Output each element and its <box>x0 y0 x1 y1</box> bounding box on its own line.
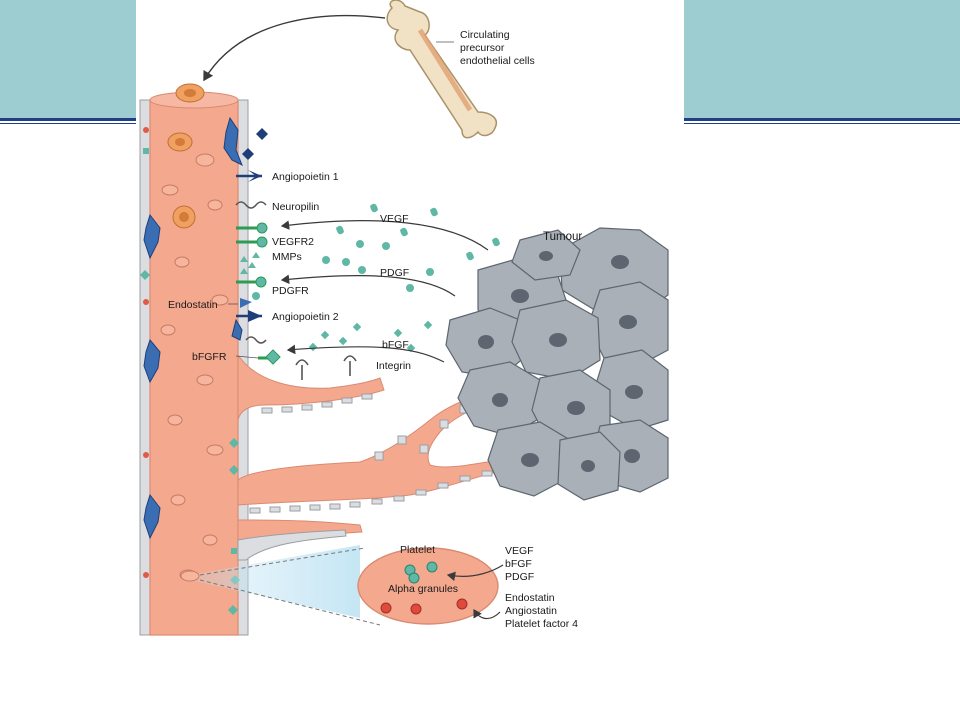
label-mmps: MMPs <box>272 251 302 263</box>
label-circulating-2: precursor <box>460 42 505 54</box>
label-platelet: Platelet <box>400 544 435 556</box>
bfgf-particles <box>308 320 433 353</box>
label-growth-1: VEGF <box>505 545 534 557</box>
label-angiopoietin1: Angiopoietin 1 <box>272 171 339 183</box>
label-circulating-1: Circulating <box>460 29 510 41</box>
label-inhibitor-2: Angiostatin <box>505 605 557 617</box>
zoom-lines <box>199 547 381 626</box>
sprout-lower-wall <box>237 529 347 561</box>
signal-arrows <box>280 220 489 363</box>
label-angiopoietin2: Angiopoietin 2 <box>272 311 339 323</box>
inhibitor-arrow <box>473 608 501 620</box>
pericytes <box>143 116 243 540</box>
sprout-wall-tiles <box>249 393 493 514</box>
precursor-cells-in-vessel <box>167 83 205 229</box>
label-bfgf: bFGF <box>382 339 409 351</box>
label-inhibitor-3: Platelet factor 4 <box>505 618 578 630</box>
label-circulating-3: endothelial cells <box>460 55 535 67</box>
label-bfgfr: bFGFR <box>192 351 227 363</box>
label-vegfr2: VEGFR2 <box>272 236 314 248</box>
label-inhibitor-1: Endostatin <box>505 592 555 604</box>
angiopoietin-particles <box>242 128 268 160</box>
receptors <box>235 170 357 380</box>
platelet-small <box>180 570 200 582</box>
sprout-upper <box>237 353 385 421</box>
label-pdgfr: PDGFR <box>272 285 309 297</box>
label-vegf: VEGF <box>380 213 409 225</box>
label-growth-2: bFGF <box>505 558 532 570</box>
label-alpha-granules: Alpha granules <box>388 583 458 595</box>
pdgf-particles <box>322 240 434 292</box>
label-growth-3: PDGF <box>505 571 534 583</box>
main-vessel <box>149 99 239 636</box>
alpha-granules <box>380 561 468 615</box>
growth-factor-arrow <box>446 564 504 582</box>
header-band-left <box>0 0 136 118</box>
label-neuropilin: Neuropilin <box>272 201 319 213</box>
label-tumour: Tumour <box>543 231 582 243</box>
zoom-beam <box>190 545 360 618</box>
label-integrin: Integrin <box>376 360 411 372</box>
vegf-particles <box>336 203 500 261</box>
circulation-arrow <box>203 14 386 82</box>
bone <box>386 0 497 139</box>
tumour-nuclei <box>478 251 643 472</box>
label-pdgf: PDGF <box>380 267 409 279</box>
header-band-right <box>684 0 960 118</box>
leader-lines <box>228 41 454 359</box>
label-endostatin: Endostatin <box>168 299 218 311</box>
